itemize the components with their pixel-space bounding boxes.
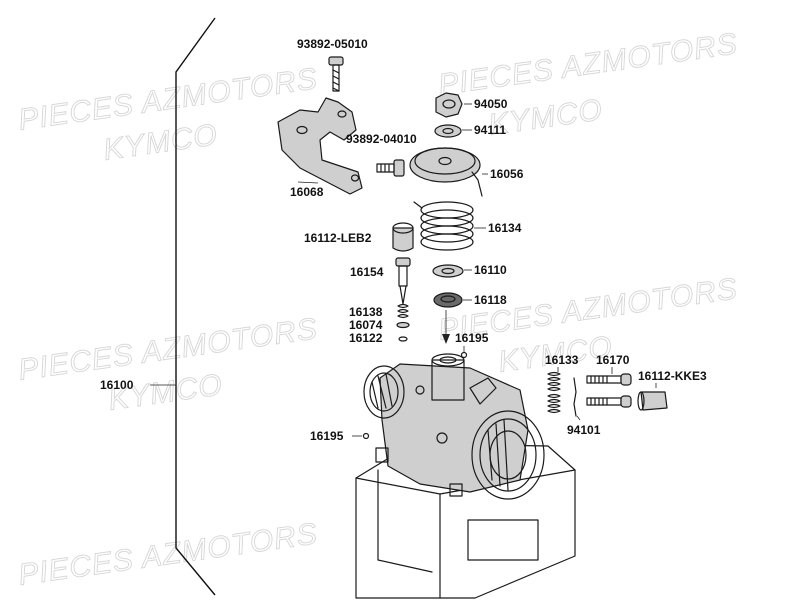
label-16195-side: 16195: [310, 429, 344, 443]
spring-part: 16134: [413, 201, 522, 251]
label-16056: 16056: [490, 167, 524, 181]
label-16154: 16154: [350, 265, 384, 279]
watermark-text: PIECES AZMOTORS: [436, 27, 739, 102]
screw-lower-part: 94101: [567, 377, 601, 437]
watermark-text: KYMCO: [106, 368, 224, 417]
label-16134: 16134: [488, 221, 522, 235]
label-93892-05010: 93892-05010: [297, 37, 368, 51]
label-16112-LEB2: 16112-LEB2: [304, 231, 372, 245]
carburetor-body: [355, 353, 576, 599]
needle-part: 16154: [350, 257, 411, 305]
label-16118: 16118: [474, 293, 507, 307]
label-16100: 16100: [100, 378, 134, 392]
label-16074: 16074: [349, 318, 383, 332]
oring-side-part: 16195: [310, 429, 370, 443]
screw-pair-part: 16170: [586, 353, 632, 408]
label-16112-KKE3: 16112-KKE3: [638, 369, 707, 383]
seal-part: 16118: [433, 292, 507, 308]
pulley-part: 16056: [409, 147, 524, 197]
label-16122: 16122: [349, 331, 383, 345]
label-94101: 94101: [567, 423, 601, 437]
cap-part: 16112-LEB2: [304, 222, 414, 252]
label-16138: 16138: [349, 305, 383, 319]
screw-top-part: 93892-05010: [297, 37, 368, 92]
insertion-arrow: [442, 310, 450, 344]
watermark-text: KYMCO: [101, 118, 219, 167]
needle-clip-parts: 16138 16074 16122: [349, 303, 410, 345]
bracket-part: 16068: [277, 97, 363, 199]
label-94050: 94050: [474, 97, 508, 111]
washer-part: 94111: [434, 123, 506, 138]
label-16133: 16133: [545, 353, 579, 367]
label-16110: 16110: [474, 263, 507, 277]
watermark-layer: PIECES AZMOTORS KYMCO PIECES AZMOTORS KY…: [16, 27, 740, 593]
oring-top-part: 16195: [455, 331, 489, 359]
label-16068: 16068: [290, 185, 324, 199]
label-93892-04010: 93892-04010: [346, 132, 417, 146]
screw-small-part: 93892-04010: [346, 132, 417, 177]
assembly-bracket: 16100: [100, 17, 216, 596]
nut-part: 94050: [435, 92, 508, 118]
label-16170: 16170: [596, 353, 630, 367]
spring-pair-part: 16133: [545, 353, 579, 414]
watermark-text: PIECES AZMOTORS: [16, 517, 319, 592]
label-94111: 94111: [474, 123, 506, 137]
cap-kke3-part: 16112-KKE3: [637, 369, 707, 411]
label-16195-top: 16195: [455, 331, 489, 345]
washer-flat-part: 16110: [432, 263, 507, 278]
